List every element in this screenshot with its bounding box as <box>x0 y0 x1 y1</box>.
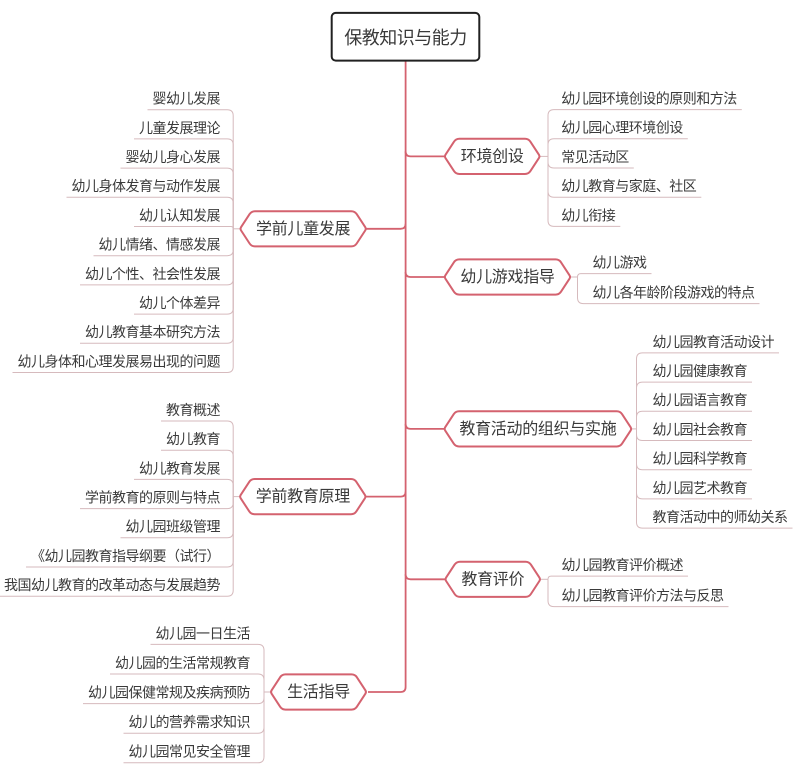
svg-text:教育概述: 教育概述 <box>166 402 220 418</box>
svg-text:学前教育原理: 学前教育原理 <box>256 488 351 506</box>
svg-text:幼儿园环境创设的原则和方法: 幼儿园环境创设的原则和方法 <box>561 91 737 107</box>
svg-text:幼儿园班级管理: 幼儿园班级管理 <box>126 519 221 535</box>
svg-text:教育评价: 教育评价 <box>461 570 524 588</box>
svg-text:常见活动区: 常见活动区 <box>561 149 629 165</box>
svg-text:幼儿认知发展: 幼儿认知发展 <box>139 207 220 223</box>
svg-text:幼儿各年龄阶段游戏的特点: 幼儿各年龄阶段游戏的特点 <box>593 285 755 301</box>
svg-text:幼儿身体发育与动作发展: 幼儿身体发育与动作发展 <box>72 178 221 194</box>
svg-text:教育活动的组织与实施: 教育活动的组织与实施 <box>459 420 616 438</box>
svg-text:幼儿园语言教育: 幼儿园语言教育 <box>653 392 748 408</box>
svg-text:幼儿园常见安全管理: 幼儿园常见安全管理 <box>129 744 251 760</box>
svg-text:儿童发展理论: 儿童发展理论 <box>139 120 220 136</box>
svg-text:幼儿园一日生活: 幼儿园一日生活 <box>156 625 251 641</box>
svg-text:幼儿教育基本研究方法: 幼儿教育基本研究方法 <box>85 324 220 340</box>
svg-text:我国幼儿教育的改革动态与发展趋势: 我国幼儿教育的改革动态与发展趋势 <box>4 577 220 593</box>
svg-text:幼儿园心理环境创设: 幼儿园心理环境创设 <box>561 120 683 136</box>
svg-text:幼儿个体差异: 幼儿个体差异 <box>139 295 220 311</box>
svg-text:幼儿游戏指导: 幼儿游戏指导 <box>460 268 555 286</box>
svg-text:幼儿园艺术教育: 幼儿园艺术教育 <box>653 480 748 496</box>
svg-text:幼儿园社会教育: 幼儿园社会教育 <box>653 421 748 437</box>
svg-text:《幼儿园教育指导纲要（试行）: 《幼儿园教育指导纲要（试行） <box>31 548 220 564</box>
svg-text:幼儿园科学教育: 幼儿园科学教育 <box>653 451 748 467</box>
svg-text:幼儿情绪、情感发展: 幼儿情绪、情感发展 <box>99 237 221 253</box>
svg-text:生活指导: 生活指导 <box>287 683 350 701</box>
svg-text:保教知识与能力: 保教知识与能力 <box>344 28 467 48</box>
svg-text:幼儿的营养需求知识: 幼儿的营养需求知识 <box>129 714 251 730</box>
svg-text:幼儿园保健常规及疾病预防: 幼儿园保健常规及疾病预防 <box>88 685 250 701</box>
svg-text:幼儿身体和心理发展易出现的问题: 幼儿身体和心理发展易出现的问题 <box>18 353 221 369</box>
svg-text:幼儿园的生活常规教育: 幼儿园的生活常规教育 <box>115 655 250 671</box>
svg-text:幼儿教育与家庭、社区: 幼儿教育与家庭、社区 <box>561 178 696 194</box>
svg-text:婴幼儿身心发展: 婴幼儿身心发展 <box>126 149 221 165</box>
svg-text:学前儿童发展: 学前儿童发展 <box>256 219 351 238</box>
svg-text:幼儿园健康教育: 幼儿园健康教育 <box>653 363 748 379</box>
svg-text:幼儿园教育活动设计: 幼儿园教育活动设计 <box>653 334 775 350</box>
svg-text:幼儿教育发展: 幼儿教育发展 <box>139 460 220 476</box>
svg-text:教育活动中的师幼关系: 教育活动中的师幼关系 <box>653 509 788 525</box>
svg-text:幼儿个性、社会性发展: 幼儿个性、社会性发展 <box>85 266 220 282</box>
svg-text:幼儿教育: 幼儿教育 <box>166 431 220 447</box>
svg-text:幼儿游戏: 幼儿游戏 <box>593 255 647 271</box>
svg-text:环境创设: 环境创设 <box>461 146 524 165</box>
svg-text:婴幼儿发展: 婴幼儿发展 <box>153 91 221 107</box>
svg-text:学前教育的原则与特点: 学前教育的原则与特点 <box>85 490 220 506</box>
svg-text:幼儿衔接: 幼儿衔接 <box>561 207 615 223</box>
svg-text:幼儿园教育评价概述: 幼儿园教育评价概述 <box>562 557 684 573</box>
svg-text:幼儿园教育评价方法与反思: 幼儿园教育评价方法与反思 <box>562 588 724 604</box>
